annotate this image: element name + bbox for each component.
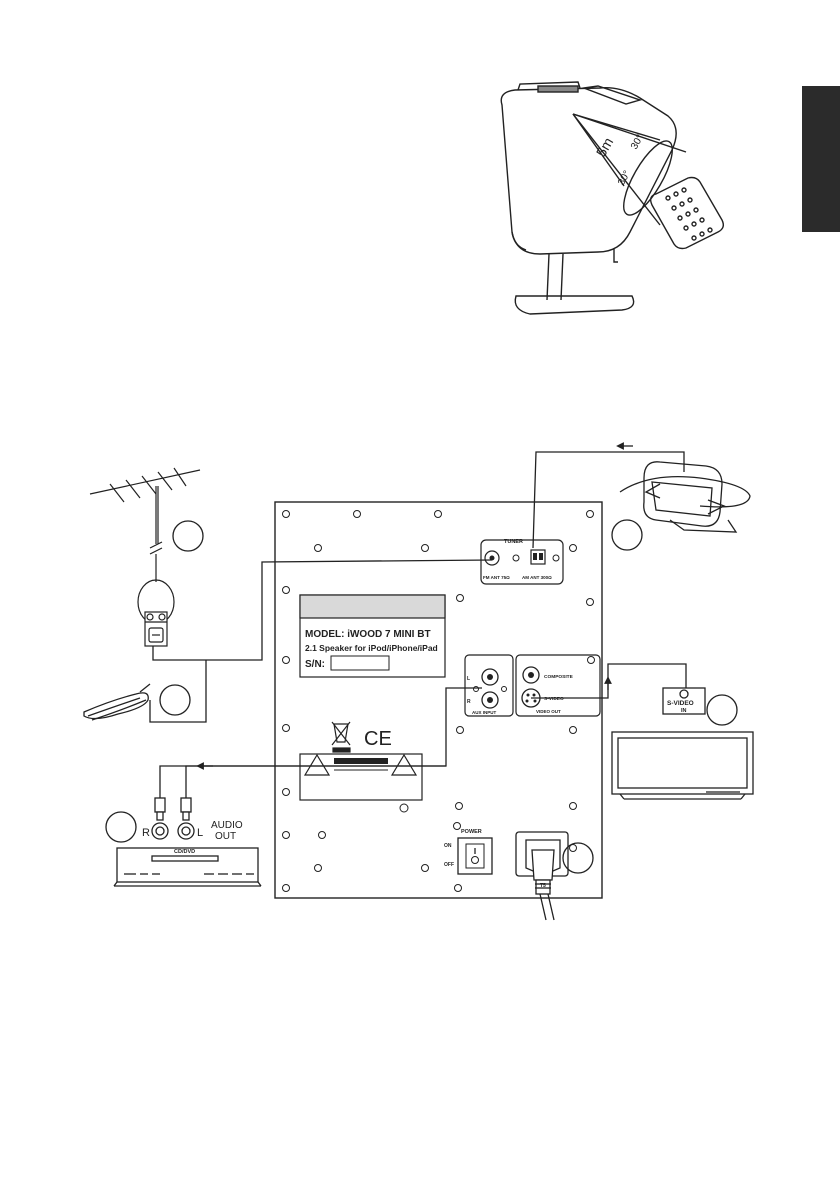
tuner-label: TUNER bbox=[504, 539, 523, 545]
cd-dvd-player bbox=[114, 798, 261, 886]
s-video-label: S-VIDEO bbox=[544, 696, 564, 702]
callout-am-antenna bbox=[612, 520, 642, 550]
power-label: POWER bbox=[461, 829, 482, 835]
power-switch bbox=[458, 838, 492, 874]
callout-cd-dvd bbox=[106, 812, 136, 842]
warning-plate bbox=[300, 754, 422, 800]
video-out-label: VIDEO OUT bbox=[536, 709, 561, 714]
mains-label: T5 bbox=[540, 883, 546, 889]
audio-out-l-label: L bbox=[197, 827, 203, 839]
mains-socket bbox=[516, 832, 568, 920]
wire-antenna-coil bbox=[84, 684, 150, 720]
remote-control-illustration bbox=[651, 178, 724, 249]
aux-input-section bbox=[465, 655, 513, 716]
weee-bin-icon bbox=[332, 722, 350, 752]
description-line: 2.1 Speaker for iPod/iPhone/iPad bbox=[305, 643, 438, 653]
am-loop-antenna bbox=[620, 462, 750, 532]
am-ant-label: AM ANT 300Ω bbox=[522, 575, 552, 580]
aux-l-label: L bbox=[467, 676, 470, 682]
audio-out-line2: OUT bbox=[215, 831, 236, 842]
callout-wire-antenna bbox=[160, 685, 190, 715]
video-out-section bbox=[516, 655, 600, 716]
tv-svideo-line1: S-VIDEO bbox=[667, 700, 694, 707]
tv-svideo-line2: IN bbox=[681, 708, 687, 714]
fm-ant-label: FM ANT 75Ω bbox=[483, 575, 510, 580]
audio-out-line1: AUDIO bbox=[211, 820, 243, 831]
audio-out-r-label: R bbox=[142, 827, 150, 839]
aux-input-label: AUX INPUT bbox=[472, 710, 497, 715]
ce-mark: CE bbox=[364, 728, 392, 750]
speaker-illustration bbox=[501, 82, 676, 314]
player-label: CD/DVD bbox=[174, 849, 195, 855]
remote-beam-cone bbox=[573, 114, 686, 225]
serial-label: S/N: bbox=[305, 659, 325, 670]
callout-tv bbox=[707, 695, 737, 725]
aux-r-label: R bbox=[467, 699, 471, 705]
composite-label: COMPOSITE bbox=[544, 674, 574, 680]
model-line: MODEL: iWOOD 7 MINI BT bbox=[305, 629, 431, 640]
on-label: ON bbox=[444, 843, 452, 849]
cables bbox=[150, 446, 686, 798]
speaker-remote-range-figure bbox=[501, 82, 723, 314]
range-label: 5m bbox=[593, 135, 617, 160]
off-label: OFF bbox=[444, 862, 454, 868]
fm-yagi-antenna bbox=[90, 468, 200, 646]
aux-cable bbox=[160, 688, 482, 798]
wire-antenna-cable bbox=[150, 660, 206, 722]
rear-panel: TUNER FM ANT 75Ω AM ANT 300Ω MODEL: iWOO… bbox=[275, 502, 602, 920]
am-antenna-cable bbox=[533, 452, 684, 548]
callout-fm-antenna bbox=[173, 521, 203, 551]
